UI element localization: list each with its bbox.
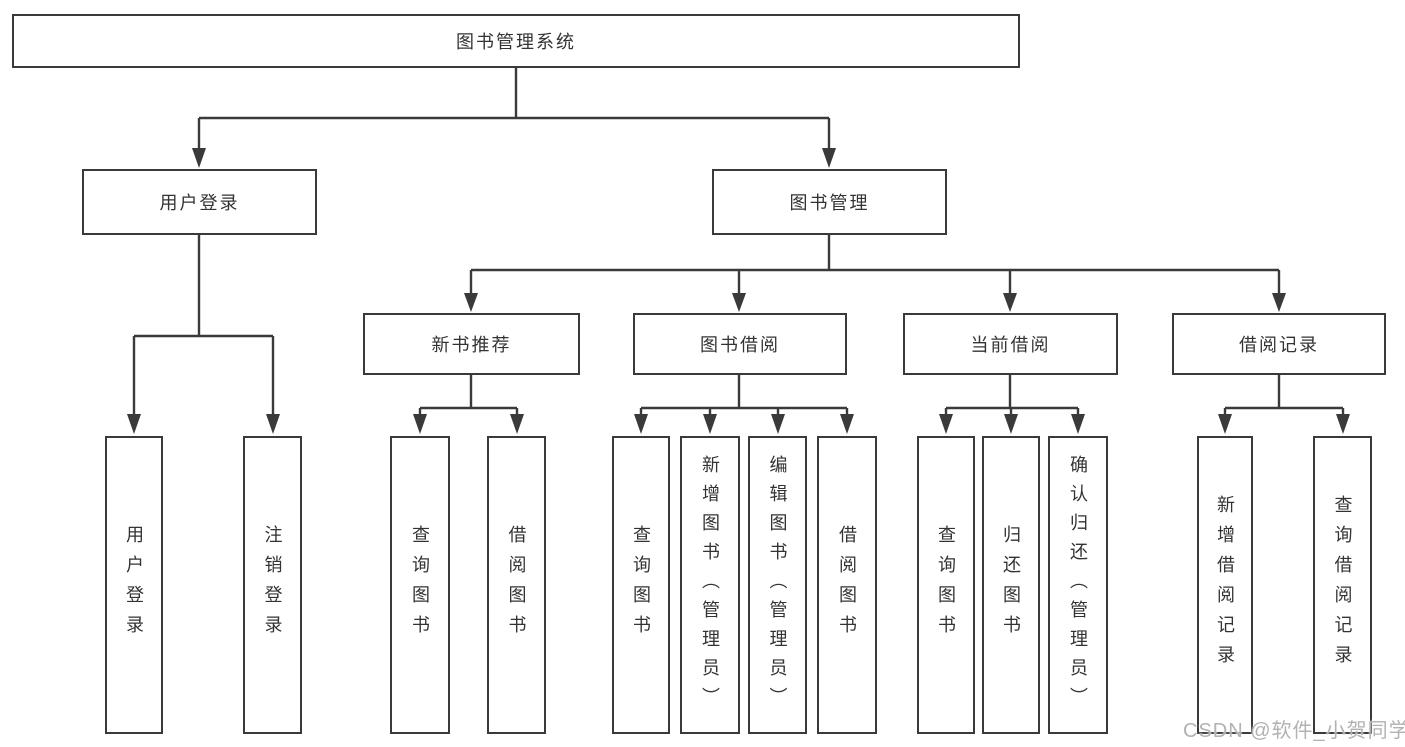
leaf-user-login: 用户登录 (105, 436, 163, 734)
connector-new-book-rec (413, 375, 524, 434)
connector-book-borrowing (634, 375, 854, 434)
leaf-bb-query-books: 查询图书 (612, 436, 670, 734)
csdn-watermark: CSDN @软件_小贺同学 (1183, 720, 1405, 742)
node-current-borrowing: 当前借阅 (903, 313, 1118, 375)
leaf-cb-query-books: 查询图书 (917, 436, 975, 734)
node-user-login: 用户登录 (82, 169, 317, 235)
leaf-bb-borrow-books: 借阅图书 (817, 436, 877, 734)
leaf-cb-confirm-return: 确认归还（管理员） (1048, 436, 1108, 734)
node-root: 图书管理系统 (12, 14, 1020, 68)
leaf-br-query-record: 查询借阅记录 (1313, 436, 1372, 734)
connector-borrowing-records (1218, 375, 1350, 434)
node-book-mgmt: 图书管理 (712, 169, 947, 235)
leaf-br-add-record: 新增借阅记录 (1197, 436, 1253, 734)
connector-book-mgmt (464, 235, 1286, 312)
leaf-bb-add-books: 新增图书（管理员） (680, 436, 740, 734)
connector-user-login (127, 235, 280, 434)
leaf-nbr-borrow-books: 借阅图书 (487, 436, 546, 734)
node-new-book-rec: 新书推荐 (363, 313, 580, 375)
node-borrowing-records: 借阅记录 (1172, 313, 1386, 375)
leaf-nbr-query-books: 查询图书 (390, 436, 450, 734)
connector-root (192, 68, 836, 168)
leaf-bb-edit-books: 编辑图书（管理员） (748, 436, 807, 734)
leaf-logout: 注销登录 (243, 436, 302, 734)
leaf-cb-return-books: 归还图书 (982, 436, 1040, 734)
node-book-borrowing: 图书借阅 (633, 313, 847, 375)
connector-current-borrowing (939, 375, 1085, 434)
